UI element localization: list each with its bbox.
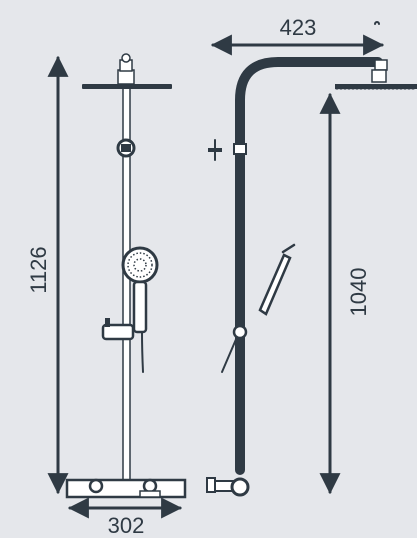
hand-shower — [121, 246, 159, 373]
side-view: 423 — [206, 15, 417, 497]
wall-bracket — [116, 138, 136, 158]
side-shower-head — [335, 59, 417, 90]
slide-holder — [101, 318, 135, 341]
front-view: 1126 — [26, 53, 187, 538]
small-mark-icon — [374, 21, 380, 25]
side-wall-bracket — [208, 139, 247, 161]
side-hand-shower — [221, 243, 296, 373]
side-riser-and-arm — [235, 57, 383, 475]
riser-height-label: 1040 — [346, 268, 371, 317]
total-height-label: 1126 — [26, 246, 51, 293]
thermostatic-valve — [65, 478, 187, 499]
overhead-shower-head — [82, 53, 172, 89]
base-width-label: 302 — [108, 513, 145, 538]
arm-length-label: 423 — [280, 15, 317, 40]
side-valve — [206, 477, 250, 497]
